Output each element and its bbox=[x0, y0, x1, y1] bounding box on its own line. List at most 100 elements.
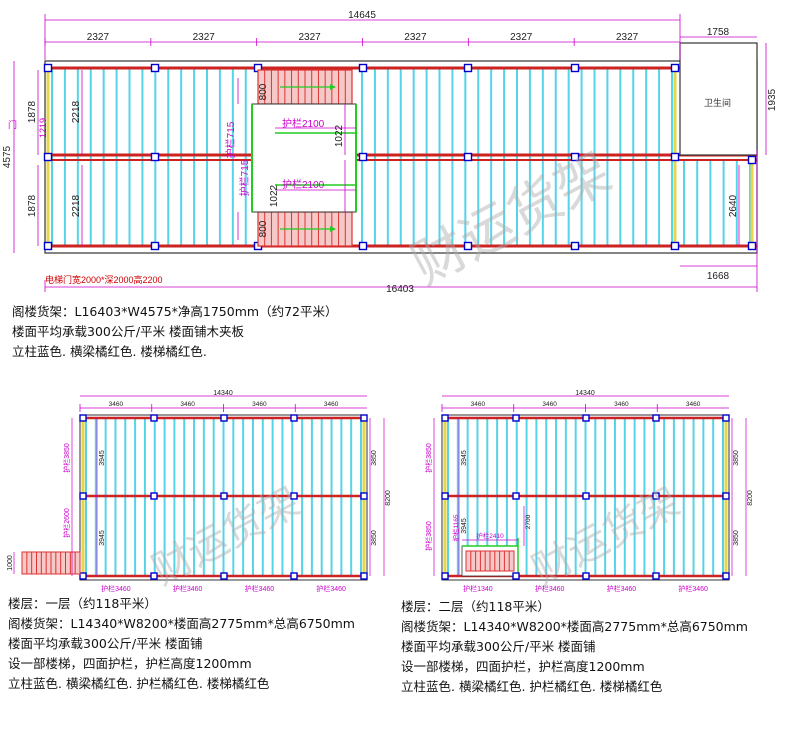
dim-upper: 1878 bbox=[27, 100, 38, 123]
stair-treads bbox=[470, 551, 510, 571]
dim-total: 14340 bbox=[213, 390, 233, 397]
column bbox=[652, 414, 660, 422]
column bbox=[150, 572, 158, 580]
bay-dim-label: 3460 bbox=[542, 401, 557, 408]
column bbox=[747, 241, 757, 251]
door-label: 门 bbox=[8, 119, 17, 130]
bay-dim-label: 3460 bbox=[252, 401, 267, 408]
main-frame bbox=[44, 60, 758, 254]
stair-upper bbox=[257, 69, 353, 105]
right-dim-upper: 3850 bbox=[371, 450, 378, 466]
column bbox=[570, 241, 580, 251]
caption-line: 楼层：二层（约118平米） bbox=[401, 599, 550, 614]
bottom-guard-label: 护栏3460 bbox=[535, 584, 565, 593]
dim-stair-upper: 800 bbox=[258, 83, 269, 100]
column bbox=[512, 414, 520, 422]
bottom-guard-label: 护栏3460 bbox=[245, 584, 275, 593]
column bbox=[290, 414, 298, 422]
dim-right-lower: 2640 bbox=[728, 194, 739, 217]
column bbox=[652, 572, 660, 580]
bay-dim-label: 3460 bbox=[686, 401, 701, 408]
dim-lower: 1878 bbox=[27, 194, 38, 217]
right-dim-lower: 3850 bbox=[371, 530, 378, 546]
bottom-guard-label: 护栏3460 bbox=[607, 584, 637, 593]
column bbox=[670, 152, 680, 162]
left-dim-upper: 3945 bbox=[99, 450, 106, 466]
column bbox=[290, 492, 298, 500]
bay-dim-label: 2327 bbox=[298, 32, 321, 43]
left-dim-lower: 3945 bbox=[461, 518, 468, 534]
bottom-guard-label: 护栏1340 bbox=[463, 584, 493, 593]
column bbox=[43, 63, 53, 73]
stair-treads bbox=[264, 212, 346, 246]
guard-upper: 护栏2100 bbox=[282, 117, 325, 130]
stair-treads bbox=[26, 552, 76, 574]
left-guard-upper: 护栏3850 bbox=[424, 443, 433, 473]
caption-line: 楼面平均承载300公斤/平米 楼面铺木夹板 bbox=[12, 324, 245, 339]
column bbox=[463, 241, 473, 251]
column bbox=[570, 63, 580, 73]
dim-door: 1219 bbox=[38, 118, 48, 138]
bay-dim-label: 3460 bbox=[109, 401, 124, 408]
column bbox=[150, 414, 158, 422]
column bbox=[150, 152, 160, 162]
column bbox=[150, 492, 158, 500]
column bbox=[79, 492, 87, 500]
column bbox=[79, 572, 87, 580]
toilet-label: 卫生间 bbox=[704, 97, 731, 108]
elevator-note: 电梯门宽2000*深2000高2200 bbox=[45, 274, 163, 285]
column bbox=[358, 152, 368, 162]
stair-opening bbox=[461, 538, 519, 577]
right-dim-upper: 3850 bbox=[733, 450, 740, 466]
column bbox=[670, 63, 680, 73]
stair-side-dim: 2700 bbox=[525, 514, 532, 529]
column bbox=[360, 414, 368, 422]
column bbox=[582, 492, 590, 500]
bay-dim-label: 2327 bbox=[193, 32, 216, 43]
bottom-guard-label: 护栏3460 bbox=[101, 584, 131, 593]
column bbox=[220, 414, 228, 422]
column bbox=[220, 572, 228, 580]
guard-stair: 护栏2410 bbox=[476, 531, 504, 540]
bay-dim-label: 2327 bbox=[616, 32, 639, 43]
right-total-dim: 8200 bbox=[747, 490, 754, 506]
guard-lower: 护栏2100 bbox=[282, 178, 325, 191]
column bbox=[220, 492, 228, 500]
caption-line: 楼面平均承载300公斤/平米 楼面铺 bbox=[401, 639, 596, 654]
caption-line: 设一部楼梯，四面护栏，护栏高度1200mm bbox=[8, 656, 252, 671]
column bbox=[358, 241, 368, 251]
bay-dim-label: 3460 bbox=[180, 401, 195, 408]
dim-total-width: 14645 bbox=[348, 10, 376, 21]
bay-dimensions: 3460 3460 3460 3460 bbox=[79, 401, 339, 412]
columns bbox=[79, 414, 368, 580]
dim-toilet: 1935 bbox=[767, 88, 778, 111]
dim-total: 14340 bbox=[575, 390, 595, 397]
column bbox=[582, 572, 590, 580]
caption-line: 阁楼货架：L14340*W8200*楼面高2775mm*总高6750mm bbox=[8, 616, 355, 631]
column bbox=[463, 152, 473, 162]
bay-dim-label: 3460 bbox=[324, 401, 339, 408]
dimension-lines bbox=[13, 14, 767, 292]
bottom-guard-label: 护栏3460 bbox=[678, 584, 708, 593]
right-dim-lower: 3850 bbox=[733, 530, 740, 546]
column bbox=[441, 492, 449, 500]
column bbox=[652, 492, 660, 500]
dim-right-bay: 1758 bbox=[707, 27, 730, 38]
bottom-guard-label: 护栏3460 bbox=[316, 584, 346, 593]
gap-lower: 1022 bbox=[269, 184, 280, 207]
caption-line: 阁楼货架：L14340*W8200*楼面高2775mm*总高6750mm bbox=[401, 619, 748, 634]
column bbox=[570, 152, 580, 162]
caption-line: 立柱蓝色. 横梁橘红色. 护栏橘红色. 楼梯橘红色 bbox=[401, 679, 663, 694]
column bbox=[747, 155, 757, 165]
bottom-guards: 护栏1340 护栏3460 护栏3460 护栏3460 bbox=[463, 584, 708, 593]
stair-floor1 bbox=[21, 551, 81, 575]
caption-floor1: 楼层：一层（约118平米） 阁楼货架：L14340*W8200*楼面高2775m… bbox=[8, 594, 355, 694]
column bbox=[722, 492, 730, 500]
column bbox=[360, 492, 368, 500]
column bbox=[722, 572, 730, 580]
dim-stair-lower: 800 bbox=[258, 220, 269, 237]
column bbox=[150, 63, 160, 73]
